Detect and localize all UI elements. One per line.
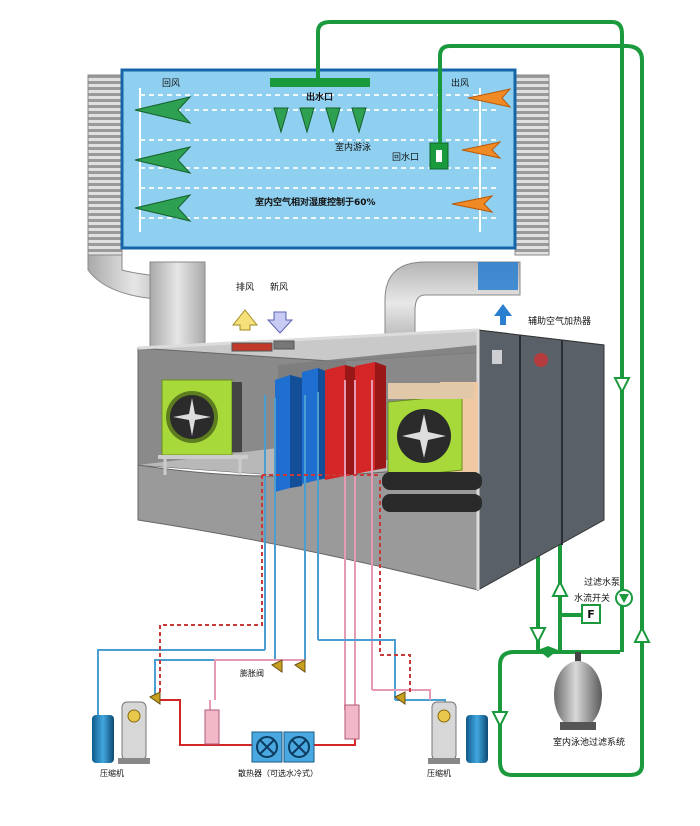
label-indoor-pool: 室内游泳 [335,143,372,153]
evaporator-coils [275,368,328,492]
refrigerant-dashed-lines [159,474,411,695]
receiver-tank [204,709,220,745]
label-aux-heater: 辅助空气加热器 [528,317,592,327]
compressor-icon [428,701,488,764]
label-humidity-control: 室内空气相对湿度控制于60% [255,198,376,208]
return-air-arrows [134,96,192,222]
label-water-outlet: 出水口 [306,93,334,103]
valve-icon [149,659,406,705]
condenser-coils [325,362,386,480]
label-pool-filter-system: 室内泳池过滤系统 [553,738,626,748]
refrigerant-lines [97,380,446,746]
airflow-arrow-icon [231,309,259,331]
label-supply-air: 出风 [451,79,470,89]
label-return-air: 回风 [162,79,181,89]
sand-filter-icon [554,652,602,730]
label-water-inlet: 回水口 [392,153,420,163]
flow-switch-icon [581,604,601,624]
downflow-arrows [273,107,367,134]
supply-air-arrows [451,88,512,213]
compressor-icon [92,701,150,764]
radiator-icon [251,731,315,763]
water-outlet-bar [270,78,370,87]
flow-switch-symbol: F [587,608,595,621]
label-expansion-valve: 膨胀阀 [240,669,264,678]
air-ducts [87,74,550,349]
pipe-flow-arrows [491,377,651,729]
label-compressor-left: 压缩机 [100,769,124,778]
label-exhaust-air: 排风 [236,283,255,293]
pool-room [120,68,517,250]
label-radiator: 散热器（可选水冷式） [238,769,318,778]
label-flow-switch: 水流开关 [574,594,611,604]
fan-icon [382,382,482,512]
label-fresh-air: 新风 [270,283,289,293]
receiver-tank [344,704,360,740]
aux-heater-section [478,262,518,290]
airflow-arrow-icon [494,304,512,325]
airflow-arrow-icon [266,311,294,334]
label-compressor-right: 压缩机 [427,769,451,778]
fan-icon [158,379,248,475]
label-filter-pump: 过滤水泵 [584,578,621,588]
valve-icon [538,646,558,658]
